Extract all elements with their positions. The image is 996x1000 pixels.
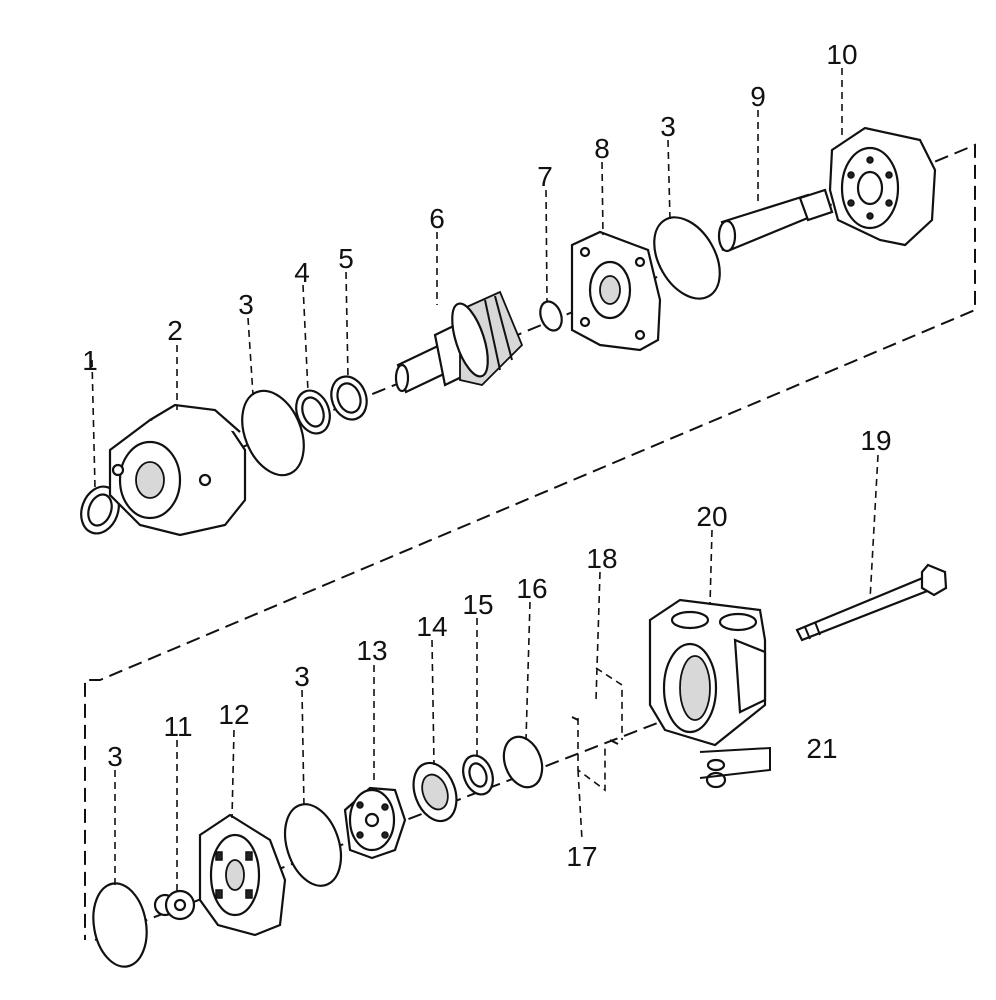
leader-21-bracket [699,746,771,779]
callout-9: 9 [750,81,766,112]
callout-2: 2 [167,315,183,346]
part-8-plate [570,230,662,352]
part-13-valve-disc [343,786,407,860]
part-3-o-ring-c [283,803,343,887]
part-14-bearing [412,761,458,823]
part-4-ring [295,389,331,435]
callout-12: 12 [218,699,249,730]
part-5-ring [330,375,368,421]
callout-15: 15 [462,589,493,620]
callout-14: 14 [416,611,447,642]
callout-8: 8 [594,133,610,164]
part-21-plug [705,758,727,789]
callout-1: 1 [82,345,98,376]
part-17-18-pins [571,667,623,792]
part-11-gear [153,889,196,921]
callout-7: 7 [537,161,553,192]
part-2-housing [108,403,247,537]
callout-3-d: 3 [107,741,123,772]
callout-13: 13 [356,635,387,666]
callout-3-b: 3 [660,111,676,142]
part-16-ring [502,735,544,789]
part-3-o-ring-a [241,389,305,477]
upper-assembly-axis [84,143,976,940]
callout-20: 20 [696,501,727,532]
callout-11: 11 [163,711,192,742]
callout-16: 16 [516,573,547,604]
callout-21: 21 [806,733,837,764]
part-1-seal [80,485,120,535]
part-12-plate [198,813,287,937]
callout-19: 19 [860,425,891,456]
leader-lines [91,68,879,895]
part-6-shaft-rotor [394,290,524,394]
part-7-ring [539,300,563,332]
callout-4: 4 [294,257,310,288]
part-10-gerotor [828,126,937,247]
callout-5: 5 [338,243,354,274]
callout-6: 6 [429,203,445,234]
part-20-end-housing [648,598,767,747]
callout-3-c: 3 [294,661,310,692]
callout-18: 18 [586,543,617,574]
part-3-o-ring-d [92,882,148,968]
callout-3-a: 3 [238,289,254,320]
callout-10: 10 [826,39,857,70]
part-19-bolt [795,563,948,642]
part-3-o-ring-b [653,216,721,300]
callout-17: 17 [566,841,597,872]
part-15-ring [462,754,494,796]
part-9-splined-shaft [717,188,834,253]
